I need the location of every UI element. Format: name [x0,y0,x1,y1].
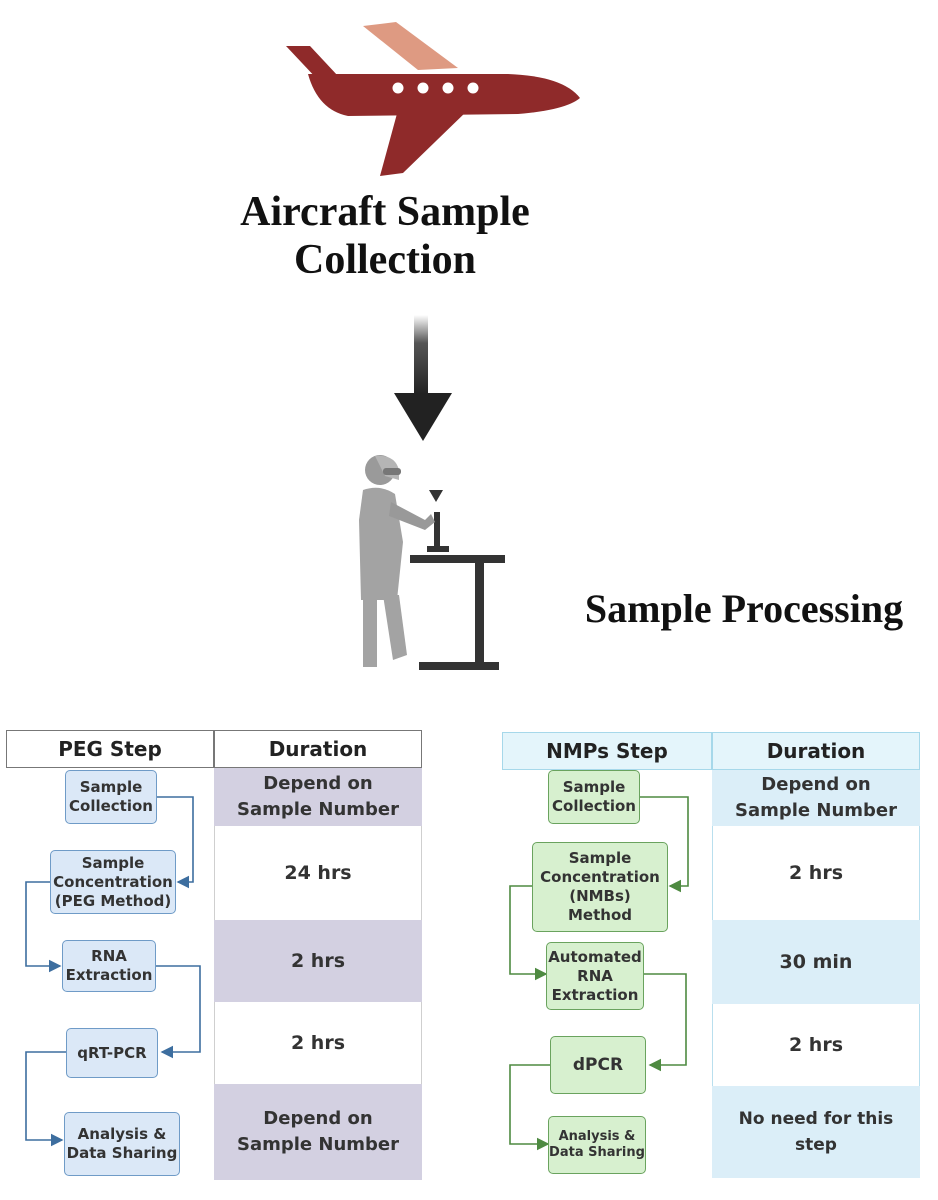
nmp-duration-cell: No need for this step [712,1086,920,1178]
peg-step-qrt-pcr: qRT-PCR [66,1028,158,1078]
peg-step-sample-collection: Sample Collection [65,770,157,824]
nmp-duration-cell: 2 hrs [712,826,920,920]
nmp-duration-cell: 30 min [712,920,920,1004]
sample-processing-title: Sample Processing [584,586,904,631]
nmp-step-sample-collection: Sample Collection [548,770,640,824]
peg-duration-cell: 2 hrs [214,920,422,1002]
airplane-icon [286,22,580,176]
peg-duration-cell: 2 hrs [214,1002,422,1084]
peg-duration-cell: Depend on Sample Number [214,768,422,826]
nmp-duration-cell: Depend on Sample Number [712,770,920,826]
peg-flow-connectors [25,796,201,1147]
nmp-step-header: NMPs Step [502,732,712,770]
nmp-step-automated-rna-extraction: Automated RNA Extraction [546,942,644,1010]
nmp-step-analysis: Analysis & Data Sharing [548,1116,646,1174]
down-arrow-icon [394,315,452,441]
nmp-flow-connectors [509,796,689,1151]
peg-duration-cell: 24 hrs [214,826,422,920]
peg-duration-header: Duration [214,730,422,768]
nmp-duration-header: Duration [712,732,920,770]
peg-step-header: PEG Step [6,730,214,768]
nmp-step-dpcr: dPCR [550,1036,646,1094]
nmp-duration-cell: 2 hrs [712,1004,920,1086]
aircraft-sample-collection-title: Aircraft Sample Collection [240,189,530,283]
peg-step-sample-concentration: Sample Concentration (PEG Method) [50,850,176,914]
peg-duration-cell: Depend on Sample Number [214,1084,422,1180]
peg-step-analysis: Analysis & Data Sharing [64,1112,180,1176]
lab-scientist-icon [359,455,505,670]
peg-step-rna-extraction: RNA Extraction [62,940,156,992]
nmp-step-sample-concentration: Sample Concentration (NMBs) Method [532,842,668,932]
